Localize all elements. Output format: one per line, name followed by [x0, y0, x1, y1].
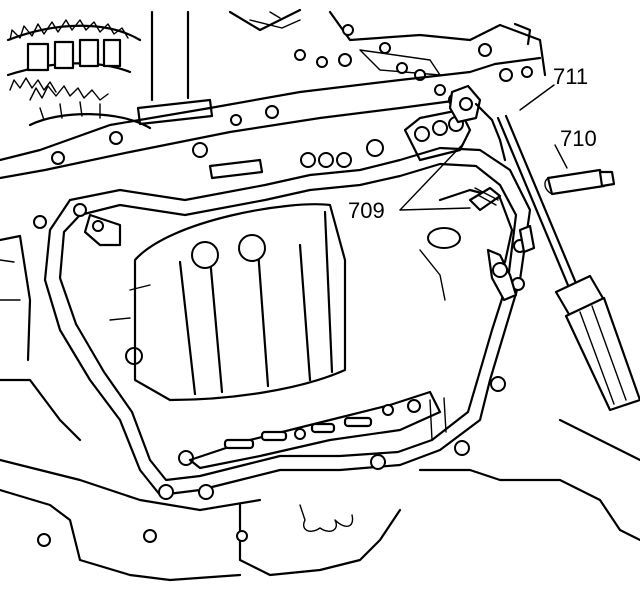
case-lower-housing	[0, 418, 640, 582]
callout-709: 709	[348, 198, 385, 223]
spring-clip-711	[448, 84, 507, 162]
valve-body-top	[228, 8, 472, 81]
center-drum	[109, 203, 347, 402]
leader-lines	[399, 84, 568, 211]
pin-710	[544, 168, 616, 196]
case-top-edge	[0, 22, 547, 180]
callout-711: 711	[553, 64, 588, 89]
screwdriver-tool	[496, 114, 640, 412]
callout-710: 710	[560, 126, 597, 151]
detent-lever-assembly	[403, 108, 536, 302]
input-shaft	[136, 10, 214, 126]
lower-passage-plate	[188, 390, 447, 470]
gasket-outline	[33, 146, 532, 500]
case-left-side	[0, 234, 82, 442]
gear-drum	[6, 19, 152, 130]
